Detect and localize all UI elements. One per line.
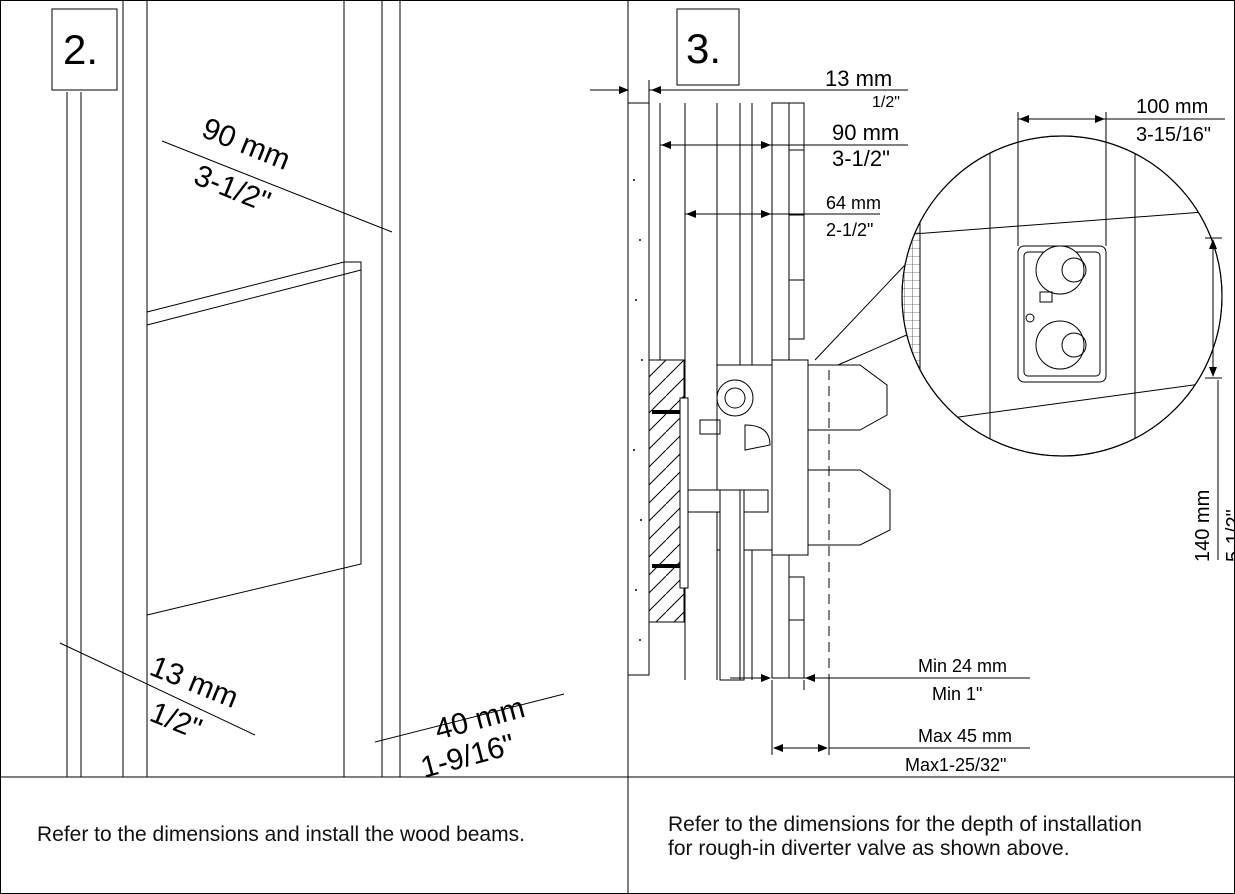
wood-beam [146, 261, 362, 616]
dim-board-in: 1/2" [145, 696, 206, 746]
dim-width-in: 3-15/16" [1136, 124, 1211, 146]
step-2-drawing [59, 0, 565, 777]
step-3-drawing [590, 80, 1225, 755]
dim-min-mm: Min 24 mm [918, 656, 1007, 676]
dim-height-in: 5-1/2" [1223, 509, 1235, 562]
step-2-badge: 2. [51, 8, 118, 91]
dim-wall-in: 1/2" [872, 94, 900, 111]
dim-max-in: Max1-25/32" [905, 755, 1006, 775]
step-2-number: 2. [63, 26, 98, 73]
step-3-caption-line-1: Refer to the dimensions for the depth of… [668, 813, 1142, 836]
dim-stud-in: 3-1/2" [832, 146, 890, 171]
dim-inner-mm: 64 mm [826, 193, 881, 213]
step-3-number: 3. [686, 25, 721, 72]
dim-width-mm: 100 mm [1136, 96, 1208, 118]
dim-wall-mm: 13 mm [825, 66, 892, 91]
dim-inner-in: 2-1/2" [826, 220, 873, 240]
dim-min-in: Min 1" [932, 684, 982, 704]
step-3-badge: 3. [676, 8, 740, 86]
dim-max-mm: Max 45 mm [918, 726, 1012, 746]
dim-height-mm: 140 mm [1192, 490, 1214, 562]
step-2-caption: Refer to the dimensions and install the … [37, 823, 525, 846]
tile-joints [789, 149, 804, 621]
dim-stud-mm: 90 mm [832, 120, 899, 145]
step-3-caption: Refer to the dimensions for the depth of… [668, 813, 1228, 861]
step-3-caption-line-2: for rough-in diverter valve as shown abo… [668, 837, 1070, 860]
wall-speckle [633, 179, 643, 641]
